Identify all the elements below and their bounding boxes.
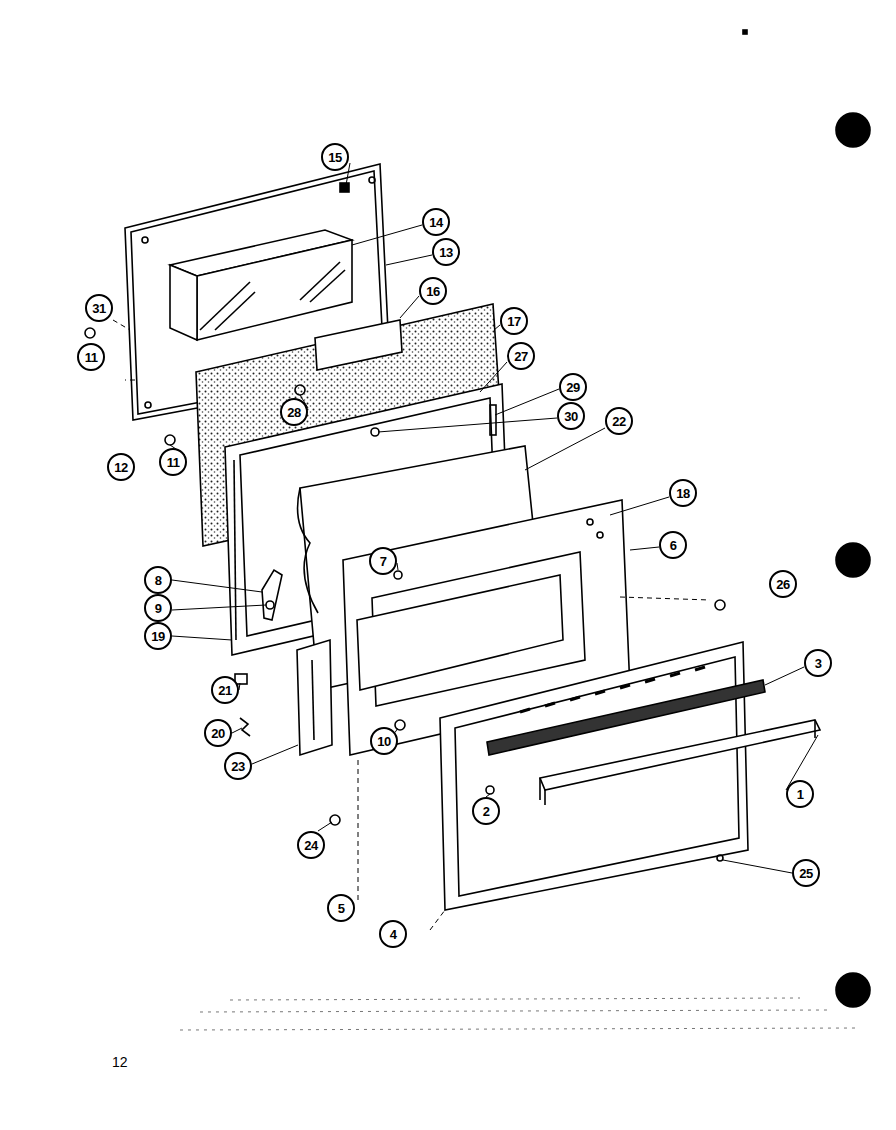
callout-number: 4: [379, 920, 407, 948]
callout-number: 22: [605, 407, 633, 435]
callout-number: 8: [144, 566, 172, 594]
callout-number: 2: [472, 797, 500, 825]
callout-number: 27: [507, 342, 535, 370]
callout-number: 5: [327, 894, 355, 922]
callout-number: 31: [85, 294, 113, 322]
callout-number: 15: [321, 143, 349, 171]
callout-number: 25: [792, 859, 820, 887]
callout-number: 17: [500, 307, 528, 335]
callout-number: 11: [77, 343, 105, 371]
callout-number: 6: [659, 531, 687, 559]
callout-number: 21: [211, 676, 239, 704]
page-number: 12: [112, 1054, 128, 1070]
callout-number: 19: [144, 622, 172, 650]
callout-number: 14: [422, 208, 450, 236]
callout-number: 28: [280, 398, 308, 426]
callout-number: 26: [769, 570, 797, 598]
callout-number: 10: [370, 727, 398, 755]
callout-number: 12: [107, 453, 135, 481]
callout-number: 9: [144, 594, 172, 622]
callout-number: 16: [419, 277, 447, 305]
callout-number: 13: [432, 238, 460, 266]
callout-number: 18: [669, 479, 697, 507]
callout-number: 20: [204, 719, 232, 747]
callout-number: 3: [804, 649, 832, 677]
callout-number: 1: [786, 780, 814, 808]
callout-number: 30: [557, 402, 585, 430]
callout-number: 29: [559, 373, 587, 401]
callout-number: 24: [297, 831, 325, 859]
callout-number: 7: [369, 547, 397, 575]
callout-number: 23: [224, 752, 252, 780]
callout-number: 11: [159, 448, 187, 476]
